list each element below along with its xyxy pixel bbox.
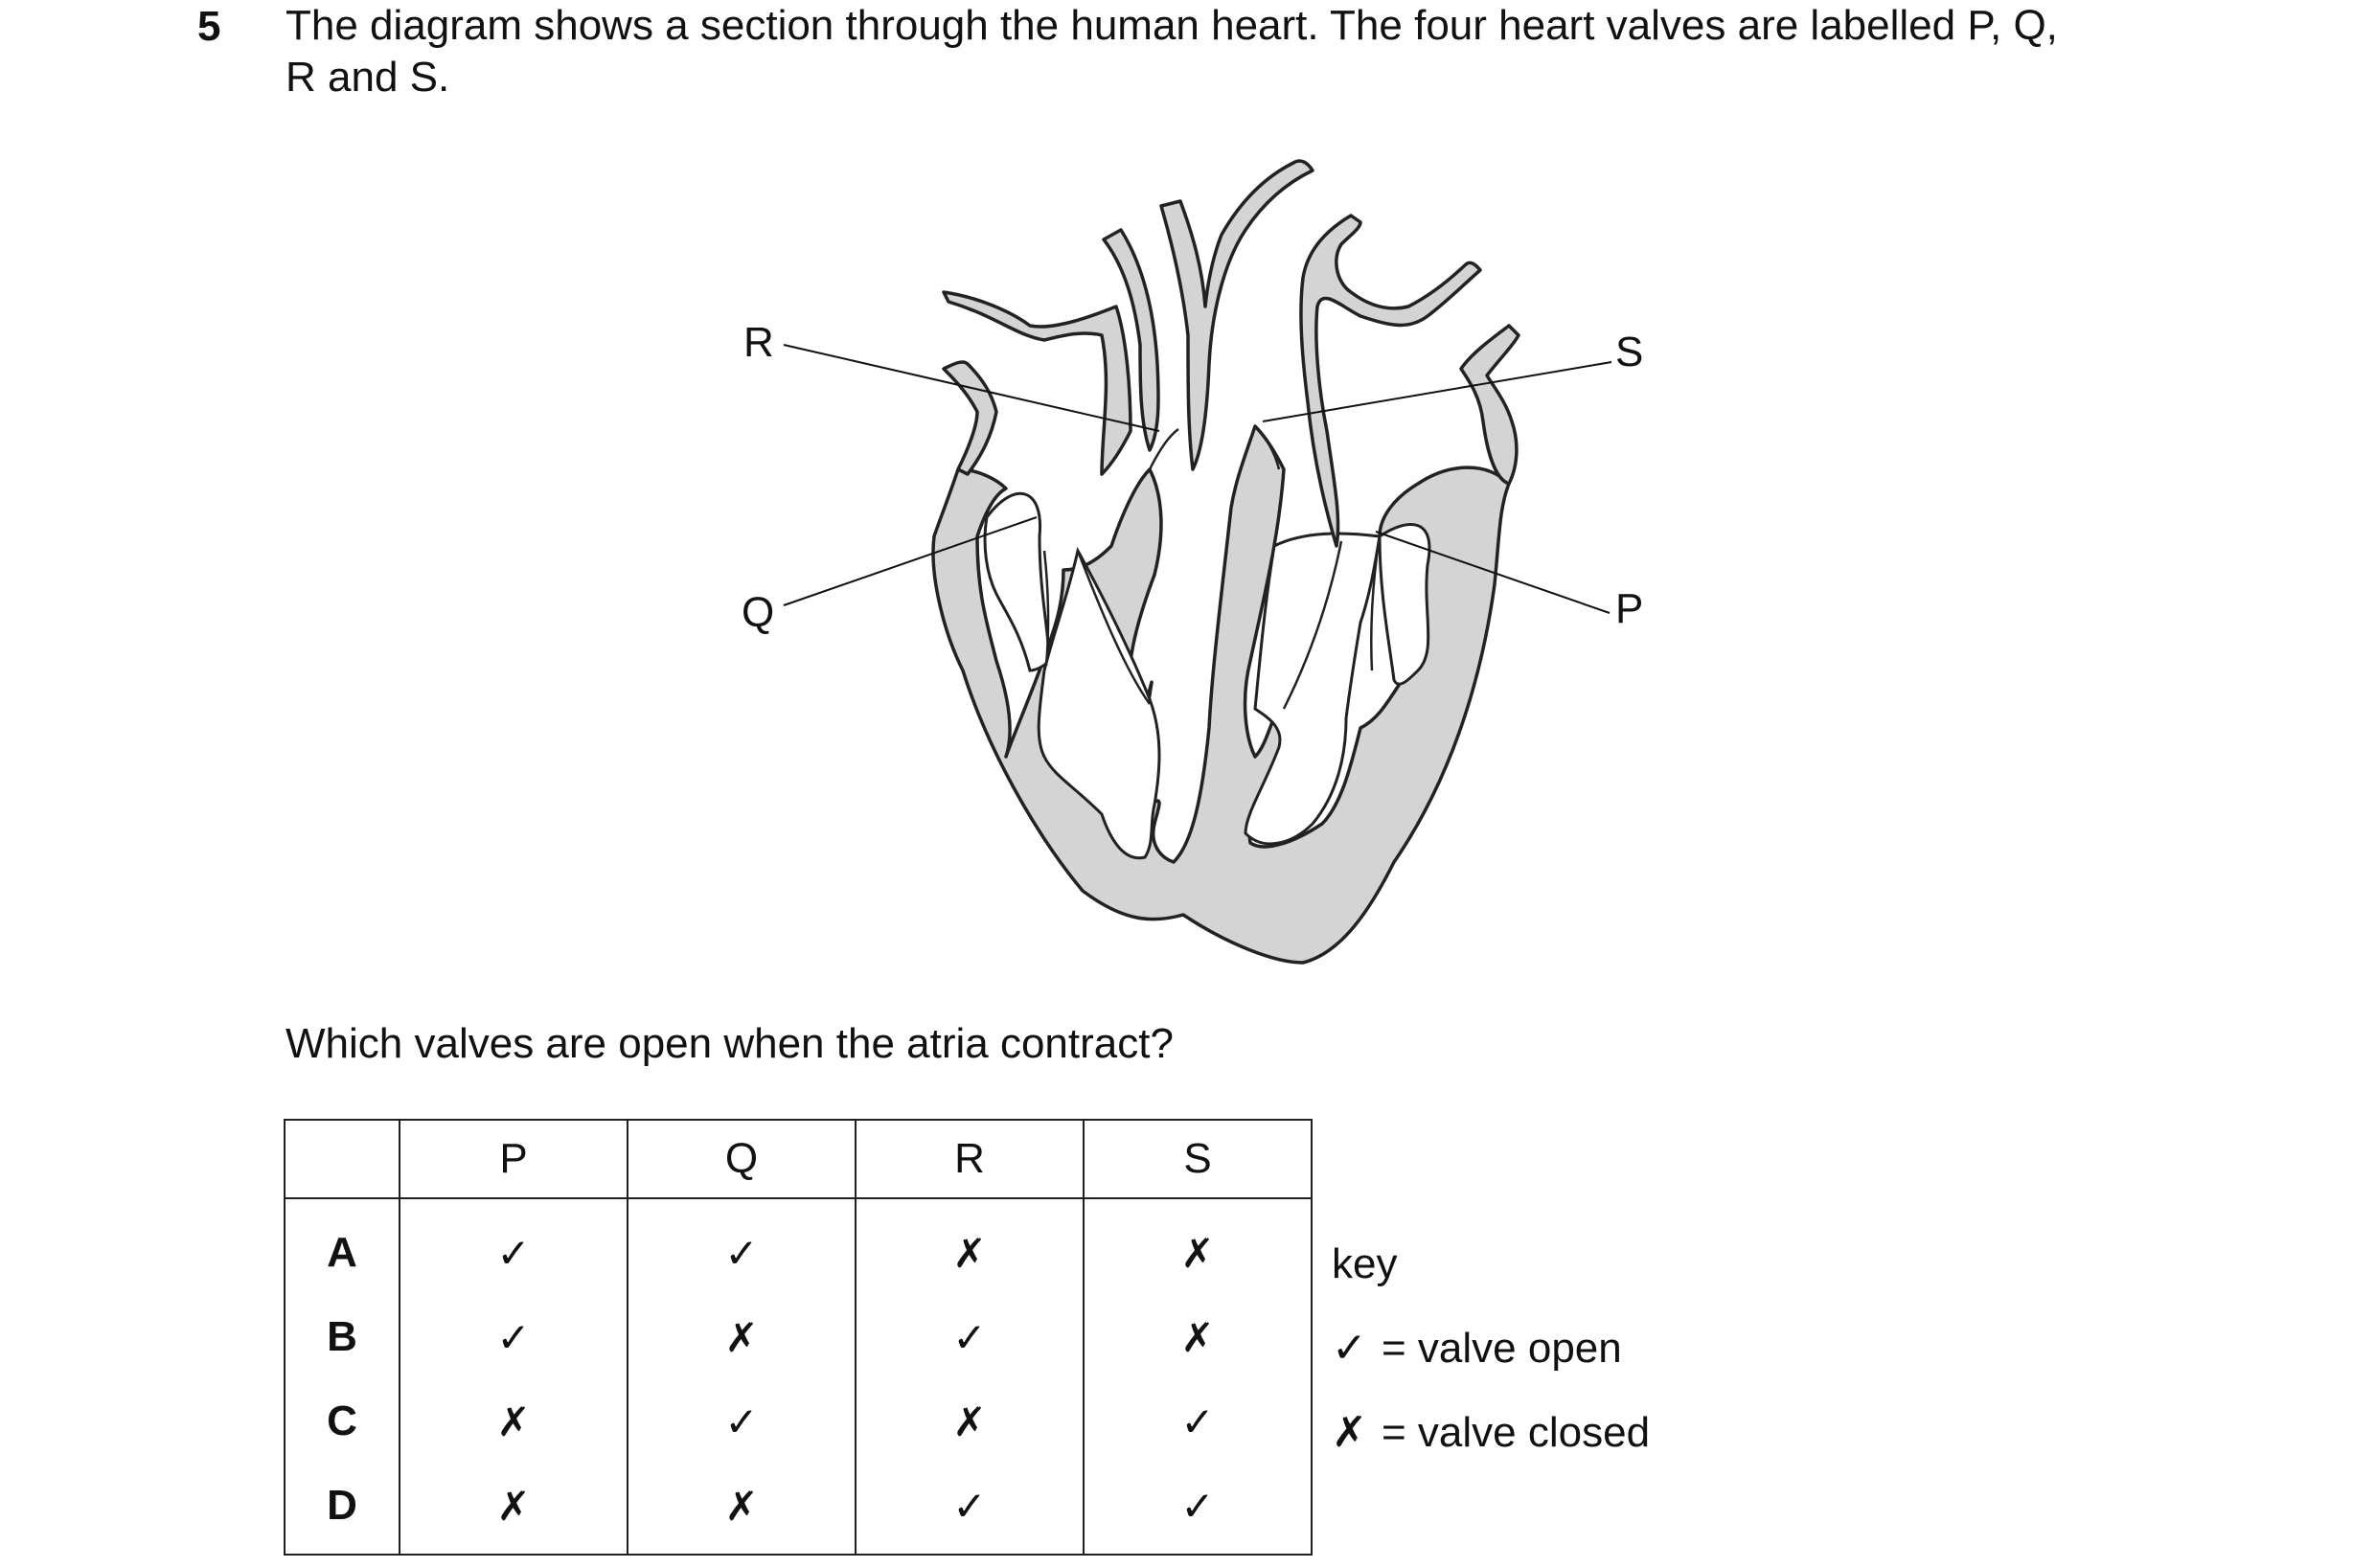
cell-d-p: ✗ xyxy=(399,1464,628,1556)
aorta-left xyxy=(942,290,1132,476)
stem-line-2: R and S. xyxy=(286,54,450,101)
cell-c-q: ✓ xyxy=(627,1379,857,1464)
chordae-left xyxy=(1282,540,1343,710)
tick-icon: ✓ xyxy=(1332,1324,1367,1373)
mitral-valve-flap xyxy=(1370,535,1382,671)
question-stem: The diagram shows a section through the … xyxy=(286,0,2202,103)
table-row[interactable]: D ✗ ✗ ✓ ✓ xyxy=(284,1464,1313,1556)
cell-a-q: ✓ xyxy=(627,1197,857,1295)
option-letter-c[interactable]: C xyxy=(284,1379,400,1464)
cell-a-r: ✗ xyxy=(855,1197,1085,1295)
label-q: Q xyxy=(742,589,774,636)
aortic-valve-flap xyxy=(1254,425,1281,470)
key-open-text: = valve open xyxy=(1382,1325,1622,1372)
cell-d-s: ✓ xyxy=(1083,1464,1313,1556)
question-number: 5 xyxy=(197,3,221,50)
label-p: P xyxy=(1615,585,1643,632)
cell-d-r: ✓ xyxy=(855,1464,1085,1556)
cell-b-s: ✗ xyxy=(1083,1295,1313,1379)
cell-c-p: ✗ xyxy=(399,1379,628,1464)
cell-d-q: ✗ xyxy=(627,1464,857,1556)
option-letter-a[interactable]: A xyxy=(284,1197,400,1295)
answer-table: P Q R S A ✓ ✓ ✗ ✗ B ✓ ✗ ✓ ✗ C ✗ ✓ ✗ ✓ D xyxy=(284,1119,1313,1556)
cell-c-s: ✓ xyxy=(1083,1379,1313,1464)
leader-line-q xyxy=(783,516,1038,606)
table-row[interactable]: A ✓ ✓ ✗ ✗ xyxy=(284,1197,1313,1295)
superior-vena-cava xyxy=(942,360,998,476)
label-s: S xyxy=(1615,329,1643,375)
stem-line-1: The diagram shows a section through the … xyxy=(286,2,2058,49)
cell-a-p: ✓ xyxy=(399,1197,628,1295)
cross-icon: ✗ xyxy=(1332,1408,1367,1457)
leader-line-p xyxy=(1375,531,1611,614)
option-letter-b[interactable]: B xyxy=(284,1295,400,1379)
pulmonary-valve-flap xyxy=(1148,427,1179,470)
cell-b-r: ✓ xyxy=(855,1295,1085,1379)
vessel-center xyxy=(1159,159,1314,471)
question-prompt: Which valves are open when the atria con… xyxy=(286,1020,1174,1067)
table-row[interactable]: C ✗ ✓ ✗ ✓ xyxy=(284,1379,1313,1464)
header-p: P xyxy=(399,1119,628,1199)
header-s: S xyxy=(1083,1119,1313,1199)
right-atrium xyxy=(983,491,1051,672)
chordae-right xyxy=(1076,550,1152,705)
cell-a-s: ✗ xyxy=(1083,1197,1313,1295)
cell-b-q: ✗ xyxy=(627,1295,857,1379)
header-q: Q xyxy=(627,1119,857,1199)
key-closed-text: = valve closed xyxy=(1382,1409,1651,1456)
key-title: key xyxy=(1332,1240,1398,1287)
table-header-row: P Q R S xyxy=(284,1119,1313,1199)
label-r: R xyxy=(743,319,774,366)
vessel-left-top xyxy=(1102,228,1160,452)
key-legend: key ✓ = valve open ✗ = valve closed xyxy=(1332,1222,1650,1475)
cell-b-p: ✓ xyxy=(399,1295,628,1379)
table-row[interactable]: B ✓ ✗ ✓ ✗ xyxy=(284,1295,1313,1379)
right-ventricle xyxy=(1037,546,1161,860)
heart-wall xyxy=(931,424,1511,965)
header-blank xyxy=(284,1119,400,1199)
tricuspid-valve-flap xyxy=(1042,550,1050,667)
option-letter-d[interactable]: D xyxy=(284,1464,400,1556)
header-r: R xyxy=(855,1119,1085,1199)
leader-line-s xyxy=(1262,361,1612,422)
left-atrium xyxy=(1378,523,1431,686)
cell-c-r: ✗ xyxy=(855,1379,1085,1464)
leader-line-r xyxy=(783,344,1160,432)
key-open-row: ✓ = valve open xyxy=(1332,1307,1650,1391)
vessel-right-top xyxy=(1299,214,1482,548)
pulmonary-vein-right xyxy=(1459,324,1520,486)
key-closed-row: ✗ = valve closed xyxy=(1332,1391,1650,1475)
